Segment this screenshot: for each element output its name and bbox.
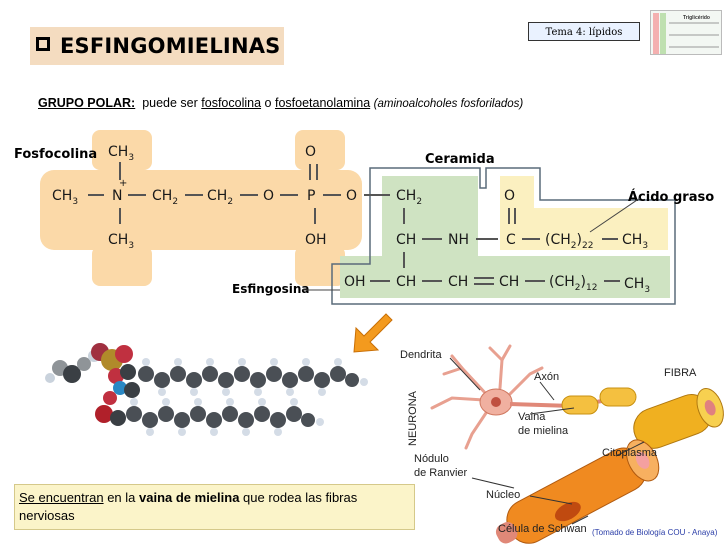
triglyceride-thumbnail-icon: Triglicérido bbox=[653, 13, 719, 54]
svg-text:CH: CH bbox=[396, 274, 416, 290]
nodulo-label-1: Nódulo bbox=[414, 453, 449, 465]
esfingosina-label: Esfingosina bbox=[232, 282, 310, 296]
svg-text:O: O bbox=[263, 188, 274, 204]
svg-text:(CH2)22: (CH2)22 bbox=[545, 232, 593, 251]
svg-text:CH3: CH3 bbox=[108, 144, 134, 163]
title-box: ESFINGOMIELINAS bbox=[30, 27, 284, 65]
svg-text:O: O bbox=[346, 188, 357, 204]
term-fosfocolina: fosfocolina bbox=[201, 96, 262, 110]
svg-text:CH2: CH2 bbox=[207, 188, 233, 207]
svg-text:CH3: CH3 bbox=[108, 232, 134, 251]
sphingomyelin-structure: Fosfocolina Ceramida Ácido graso Esfingo… bbox=[14, 130, 714, 305]
caption-box: Se encuentran en la vaina de mielina que… bbox=[14, 484, 415, 530]
caption-part-2: en la bbox=[103, 490, 139, 505]
nucleo-label: Núcleo bbox=[486, 489, 520, 501]
svg-text:P: P bbox=[307, 188, 315, 204]
svg-text:O: O bbox=[305, 144, 316, 160]
caption-part-4: que rodea las fibras nerviosas bbox=[19, 490, 358, 523]
sphingomyelin-3d-model bbox=[45, 343, 368, 436]
vaina-label-1: Vaina bbox=[518, 411, 546, 423]
topic-label: Tema 4: lípidos bbox=[528, 22, 640, 41]
neurona-label: NEURONA bbox=[407, 390, 419, 446]
vaina-label-2: de mielina bbox=[518, 425, 569, 437]
nodulo-label-2: de Ranvier bbox=[414, 467, 468, 479]
polar-note: (aminoalcoholes fosforilados) bbox=[373, 98, 524, 110]
credit-text: (Tomado de Biología COU - Anaya) bbox=[592, 528, 718, 537]
thumbnail-label: Triglicérido bbox=[683, 15, 710, 21]
checkbox-bullet-icon bbox=[36, 37, 50, 51]
polar-group-label: GRUPO POLAR: bbox=[38, 96, 136, 110]
fibra-label: FIBRA bbox=[664, 367, 697, 379]
citoplasma-label: Citoplasma bbox=[602, 447, 658, 459]
svg-text:OH: OH bbox=[305, 232, 327, 248]
svg-text:+: + bbox=[119, 178, 127, 189]
svg-text:CH3: CH3 bbox=[624, 276, 650, 295]
ceramide-outline bbox=[331, 167, 676, 305]
neuron-illustration: Dendrita Axón FIBRA NEURONA Vaina de mie… bbox=[400, 344, 724, 544]
dendrita-label: Dendrita bbox=[400, 349, 442, 361]
svg-text:C: C bbox=[506, 232, 516, 248]
svg-text:CH3: CH3 bbox=[622, 232, 648, 251]
polar-text-1: puede ser bbox=[142, 96, 198, 110]
fosfocolina-label: Fosfocolina bbox=[14, 147, 97, 162]
svg-text:CH2: CH2 bbox=[152, 188, 178, 207]
svg-text:CH3: CH3 bbox=[52, 188, 78, 207]
svg-text:CH: CH bbox=[448, 274, 468, 290]
svg-text:(CH2)12: (CH2)12 bbox=[549, 274, 597, 293]
triglyceride-thumbnail: Triglicérido bbox=[650, 10, 722, 55]
svg-text:NH: NH bbox=[448, 232, 469, 248]
phosphocholine-region bbox=[40, 170, 362, 250]
svg-text:OH: OH bbox=[344, 274, 366, 290]
acido-graso-label: Ácido graso bbox=[628, 189, 714, 205]
page-title: ESFINGOMIELINAS bbox=[60, 34, 281, 58]
ceramide-region bbox=[340, 176, 670, 298]
axon-label: Axón bbox=[534, 371, 559, 383]
term-fosfoetanolamina: fosfoetanolamina bbox=[274, 96, 371, 110]
svg-text:CH: CH bbox=[499, 274, 519, 290]
svg-text:N: N bbox=[112, 188, 122, 204]
caption-part-3: vaina de mielina bbox=[139, 490, 240, 505]
ceramida-label: Ceramida bbox=[425, 152, 495, 167]
polar-group-line: GRUPO POLAR: puede ser fosfocolina o fos… bbox=[38, 96, 523, 110]
schwan-label: Célula de Schwan bbox=[498, 523, 587, 535]
polar-text-2: o bbox=[264, 96, 272, 110]
svg-text:CH: CH bbox=[396, 232, 416, 248]
svg-text:CH2: CH2 bbox=[396, 188, 422, 207]
caption-part-1: Se encuentran bbox=[19, 490, 104, 505]
svg-text:O: O bbox=[504, 188, 515, 204]
down-left-arrow-icon bbox=[353, 313, 393, 353]
fatty-acid-region bbox=[500, 176, 668, 250]
